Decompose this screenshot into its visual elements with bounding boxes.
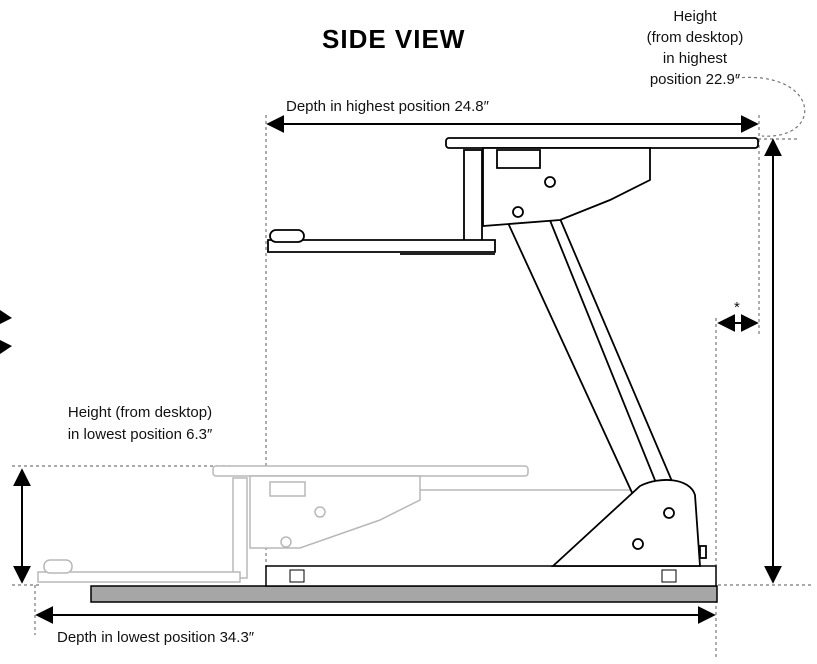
height-lowest-label: Height (from desktop) in lowest position… [30,402,250,446]
callout-curve [735,76,806,137]
asterisk-label: * [734,299,740,316]
height-highest-line-1: Height [673,8,717,25]
lowest-position-ghost [37,465,640,583]
side-view-title: SIDE VIEW [322,24,466,54]
depth-highest-label: Depth in highest position 24.8″ [286,98,489,115]
height-lowest-line-2: in lowest position 6.3″ [67,426,213,443]
base-plate [90,565,718,603]
lower-bracket [550,479,707,567]
edge-arrows [0,310,12,354]
height-lowest-line-1: Height (from desktop) [67,404,213,421]
height-highest-line-2: (from desktop) [646,29,744,46]
top-platform [267,137,759,255]
depth-lowest-label: Depth in lowest position 34.3″ [57,629,255,646]
support-arm [501,206,682,512]
height-highest-line-4: position 22.9″ [649,71,741,88]
height-highest-label: Height (from desktop) in highest positio… [620,6,770,90]
dimension-arrows [13,115,782,624]
height-highest-line-3: in highest [662,50,728,67]
